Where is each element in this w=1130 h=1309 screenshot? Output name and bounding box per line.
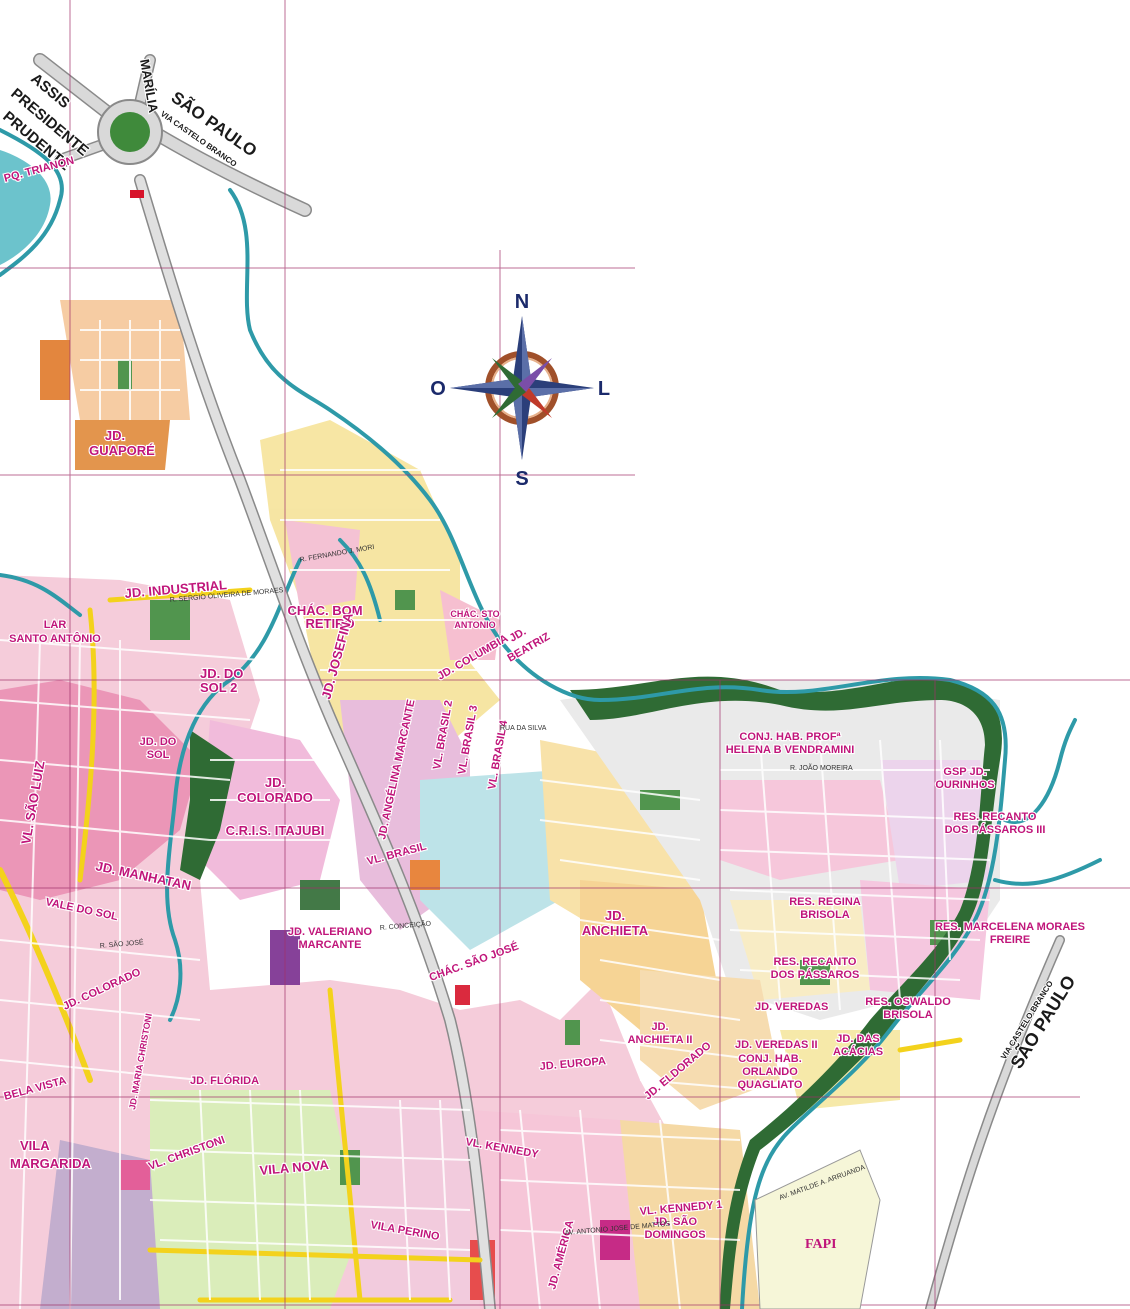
street-grid — [0, 320, 991, 1309]
place-label: DOS PÁSSAROS — [771, 968, 860, 981]
place-label: RES. REGINA — [789, 896, 861, 908]
place-label: GSP JD. — [943, 766, 986, 778]
compass-rose: N S L O — [430, 291, 610, 490]
compass-south: S — [515, 468, 528, 490]
place-label: JD. — [651, 1021, 668, 1033]
place-label: ORLANDO — [742, 1066, 798, 1078]
place-label: JD. VALERIANO — [288, 926, 373, 938]
lake — [0, 150, 51, 265]
place-label: ANTONIO — [454, 620, 495, 630]
place-label: CONJ. HAB. PROFª — [739, 731, 841, 743]
road-marker — [130, 190, 144, 198]
place-label: BRISOLA — [800, 909, 850, 921]
fapi-campus — [754, 1149, 881, 1309]
place-label: RES. OSWALDO — [865, 996, 951, 1008]
place-label: JD. SÃO — [653, 1215, 697, 1228]
place-label: CHÁC. STO — [450, 609, 499, 619]
place-label: JD. DAS — [836, 1033, 879, 1045]
place-label: SANTO ANTÔNIO — [9, 632, 101, 645]
street-label: R. JOÃO MOREIRA — [790, 763, 853, 772]
place-label: CHÁC. BOM — [287, 603, 362, 618]
place-label: RES. RECANTO — [954, 811, 1037, 823]
place-label: HELENA B VENDRAMINI — [726, 744, 855, 756]
place-label: RES. MARCELENA MORAES — [935, 921, 1085, 933]
forest-belt — [570, 676, 1002, 1309]
place-label: DOMINGOS — [644, 1229, 705, 1241]
place-label: VILA — [20, 1138, 50, 1153]
place-label: JD. FLÓRIDA — [190, 1074, 259, 1087]
place-label: JD. DO — [200, 666, 243, 681]
roundabout-center — [110, 112, 150, 152]
place-label: ACÁCIAS — [833, 1045, 883, 1058]
place-label: JD. VEREDAS — [755, 1001, 828, 1013]
place-label: OURINHOS — [935, 779, 994, 791]
place-label: COLORADO — [237, 790, 313, 805]
place-label: JD. DO — [140, 736, 177, 748]
place-label: JD. — [105, 428, 125, 443]
place-label: CONJ. HAB. — [738, 1053, 802, 1065]
place-label: RES. RECANTO — [774, 956, 857, 968]
place-label: JD. VEREDAS II — [735, 1039, 818, 1051]
place-label: DOS PÁSSAROS III — [945, 823, 1046, 836]
place-label: VILA NOVA — [259, 1157, 330, 1178]
place-label: QUAGLIATO — [738, 1079, 803, 1091]
compass-north: N — [515, 291, 529, 313]
place-label: MARCANTE — [299, 939, 362, 951]
place-label: FREIRE — [990, 934, 1030, 946]
place-label-fapi: FAPI — [805, 1237, 837, 1252]
place-label: SOL 2 — [200, 680, 237, 695]
place-label: LAR — [44, 619, 67, 631]
rivers — [0, 128, 1102, 1309]
compass-east: L — [598, 378, 610, 400]
place-label: ANCHIETA — [582, 923, 649, 938]
street-label: RUA DA SILVA — [500, 725, 547, 732]
place-label: SOL — [147, 749, 170, 761]
place-label: JD. — [605, 908, 625, 923]
place-label: GUAPORÉ — [89, 443, 155, 458]
place-label: RETIRO — [305, 616, 354, 631]
place-label: ANCHIETA II — [628, 1034, 693, 1046]
place-label: JD. — [265, 775, 285, 790]
forest-patch — [180, 730, 235, 880]
compass-west: O — [430, 378, 446, 400]
place-label: BRISOLA — [883, 1009, 933, 1021]
place-label: C.R.I.S. ITAJUBI — [226, 823, 325, 838]
place-label: MARGARIDA — [10, 1156, 91, 1171]
